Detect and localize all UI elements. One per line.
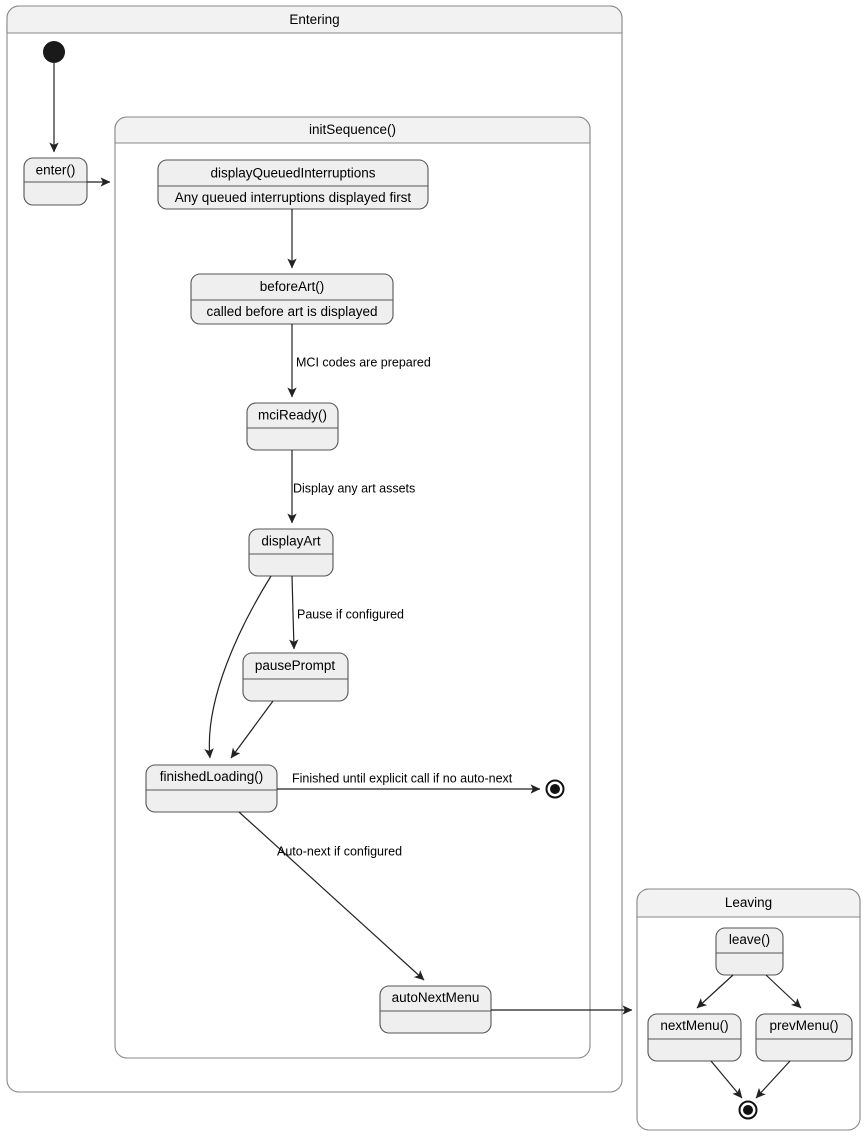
state-display-art-box[interactable] [248,528,334,577]
state-enter-title: enter() [36,163,76,178]
state-leave-title: leave() [729,932,770,947]
init-sequence-frame-title: initSequence() [309,122,396,137]
edge-label-pause-if-configured: Pause if configured [297,607,404,621]
state-prev-menu-title: prevMenu() [769,1018,838,1033]
leaving-frame-outline [636,888,861,1131]
state-prev-menu-box[interactable] [755,1013,853,1062]
edge-display-art-to-finished-loading [204,575,272,759]
state-display-queued-interruptions[interactable]: displayQueuedInterruptions Any queued in… [157,159,429,210]
state-mci-ready[interactable]: mciReady() [246,402,339,451]
edge-leave-to-prev-menu [765,974,802,1009]
edge-pause-prompt-to-finished-loading [230,700,274,759]
state-pause-prompt[interactable]: pausePrompt [242,652,349,702]
state-pause-prompt-title: pausePrompt [255,658,336,673]
state-display-queued-interruptions-box[interactable] [157,159,429,210]
leaving-frame-header-band [636,888,861,918]
entering-frame-title: Entering [289,12,339,27]
edge-finished-loading-to-auto-next-menu [238,811,425,981]
state-next-menu-box[interactable] [647,1013,742,1062]
state-display-queued-interruptions-description: Any queued interruptions displayed first [175,190,412,205]
init-sequence-frame-header-band [114,116,591,144]
init-sequence-frame-outline [114,116,591,1059]
state-mci-ready-title: mciReady() [258,408,327,423]
state-before-art[interactable]: beforeArt() called before art is display… [190,273,394,325]
state-leave-box[interactable] [715,927,784,976]
state-prev-menu[interactable]: prevMenu() [755,1013,853,1062]
state-leave[interactable]: leave() [715,927,784,976]
state-display-queued-interruptions-title: displayQueuedInterruptions [210,166,375,181]
frame-leaving: Leaving [636,888,861,1131]
edge-label-auto-next-if-configured: Auto-next if configured [277,844,402,858]
state-auto-next-menu-title: autoNextMenu [392,990,480,1005]
state-enter[interactable]: enter() [23,157,88,206]
state-finished-loading[interactable]: finishedLoading() [145,764,278,813]
edge-label-display-any-art-assets: Display any art assets [293,481,415,495]
final-state-entering [545,779,565,799]
edge-next-menu-to-final [710,1060,743,1099]
state-display-art[interactable]: displayArt [248,528,334,577]
final-state-leaving [738,1100,758,1120]
edge-prev-menu-to-final [755,1060,791,1099]
initial-pseudostate-icon [43,41,65,63]
state-pause-prompt-box[interactable] [242,652,349,702]
state-before-art-title: beforeArt() [260,279,325,294]
state-auto-next-menu[interactable]: autoNextMenu [379,985,492,1034]
state-next-menu[interactable]: nextMenu() [647,1013,742,1062]
edge-leave-to-next-menu [696,974,734,1009]
state-before-art-description: called before art is displayed [206,304,377,319]
state-next-menu-title: nextMenu() [660,1018,728,1033]
final-state-inner-dot [743,1105,753,1115]
entering-frame-header-band [6,5,623,34]
state-finished-loading-title: finishedLoading() [160,769,264,784]
edge-label-mci-codes-prepared: MCI codes are prepared [296,355,431,369]
leaving-frame-title: Leaving [725,895,772,910]
state-display-art-title: displayArt [261,534,321,549]
final-state-inner-dot [550,784,560,794]
edge-label-finished-until-explicit-call: Finished until explicit call if no auto-… [292,771,513,785]
frame-init-sequence: initSequence() [114,116,591,1059]
edge-display-art-to-pause-prompt [289,575,299,650]
